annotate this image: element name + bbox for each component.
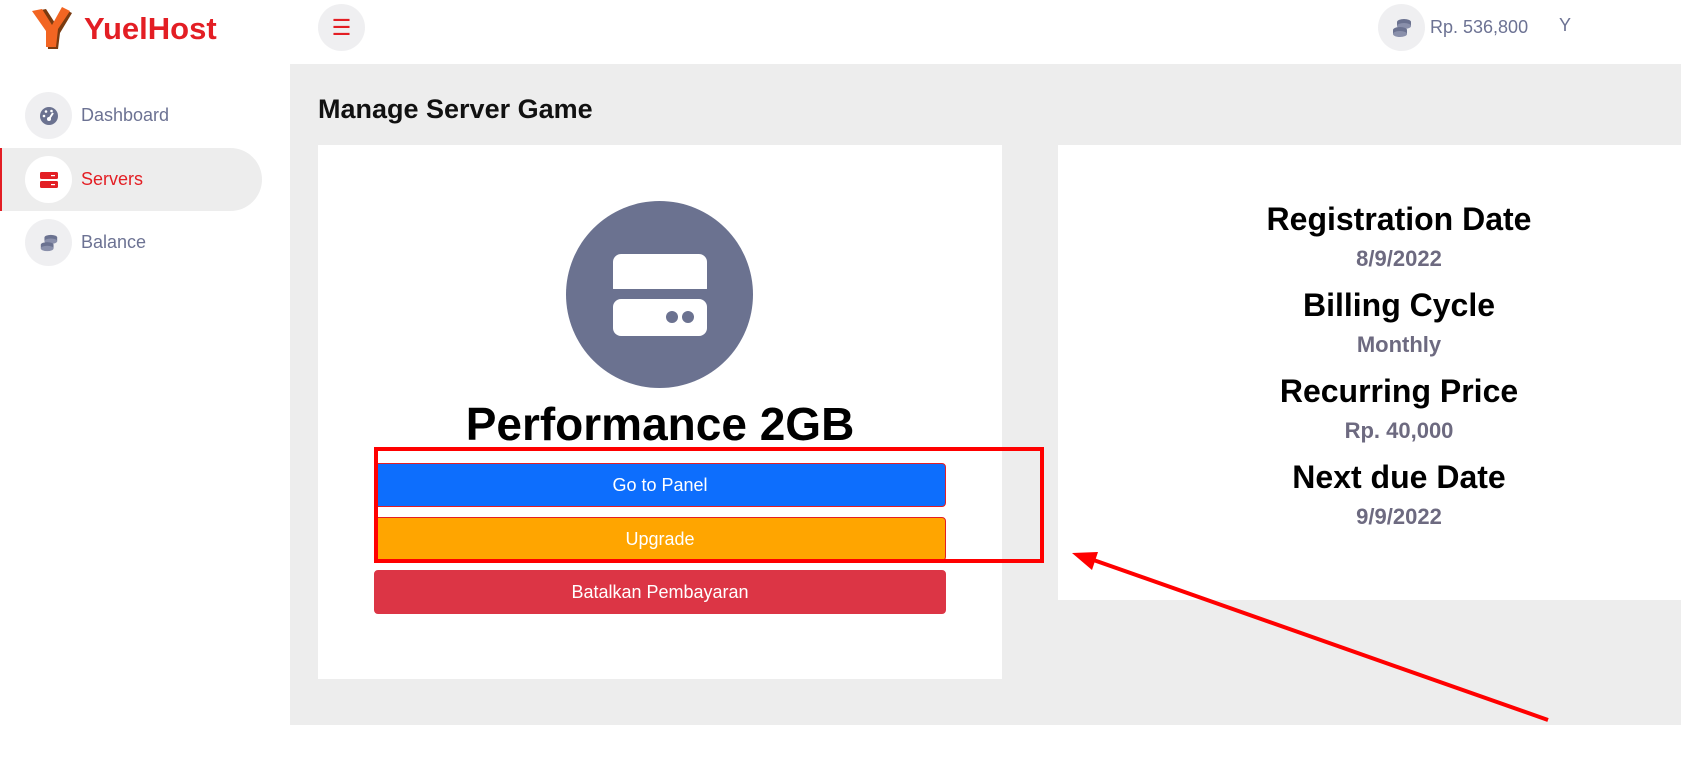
upgrade-button[interactable]: Upgrade (374, 517, 946, 561)
cancel-payment-button[interactable]: Batalkan Pembayaran (374, 570, 946, 614)
coins-icon (25, 219, 72, 266)
yuelhost-logo-icon (32, 7, 72, 49)
coins-icon (1378, 4, 1425, 51)
sidebar-item-servers[interactable]: Servers (0, 148, 262, 211)
sidebar-item-label: Balance (81, 232, 147, 252)
detail-recurring-price: Recurring Price Rp. 40,000 (1234, 373, 1564, 444)
sidebar-item-label: Servers (81, 169, 144, 189)
go-to-panel-button[interactable]: Go to Panel (374, 463, 946, 507)
balance-amount: Rp. 536,800 (1430, 17, 1529, 37)
detail-billing-cycle: Billing Cycle Monthly (1234, 287, 1564, 358)
hamburger-icon: ☰ (331, 14, 352, 40)
server-icon (25, 156, 72, 203)
dashboard-gauge-icon (25, 92, 72, 139)
page-title: Manage Server Game (318, 94, 593, 124)
main-content: Manage Server Game Performance 2GB Go to… (290, 64, 1681, 725)
server-card: Performance 2GB Go to Panel Upgrade Bata… (318, 145, 1002, 679)
plan-name: Performance 2GB (465, 398, 855, 450)
detail-label: Recurring Price (1279, 373, 1519, 409)
server-avatar (566, 201, 753, 388)
sidebar-item-dashboard[interactable]: Dashboard (0, 84, 262, 147)
top-bar: YuelHost ☰ Rp. 536,800 Y (0, 0, 1681, 64)
sidebar-item-balance[interactable]: Balance (0, 211, 262, 274)
brand-name: YuelHost (84, 11, 217, 46)
detail-label: Registration Date (1266, 201, 1532, 237)
brand-logo[interactable]: YuelHost (28, 4, 217, 54)
detail-label: Next due Date (1292, 459, 1506, 495)
header-balance[interactable]: Rp. 536,800 (1378, 4, 1528, 51)
detail-value: 8/9/2022 (1356, 246, 1442, 271)
server-details-card: Registration Date 8/9/2022 Billing Cycle… (1058, 145, 1681, 600)
server-icon (611, 253, 708, 336)
user-name[interactable]: Y (1559, 15, 1572, 35)
menu-toggle-button[interactable]: ☰ (318, 4, 365, 51)
sidebar-item-label: Dashboard (81, 105, 170, 125)
detail-value: Rp. 40,000 (1344, 418, 1454, 443)
detail-value: 9/9/2022 (1356, 504, 1442, 529)
detail-registration-date: Registration Date 8/9/2022 (1234, 201, 1564, 272)
detail-next-due-date: Next due Date 9/9/2022 (1234, 459, 1564, 530)
sidebar: Dashboard Servers (0, 64, 290, 777)
detail-label: Billing Cycle (1302, 287, 1496, 323)
detail-value: Monthly (1356, 332, 1442, 357)
